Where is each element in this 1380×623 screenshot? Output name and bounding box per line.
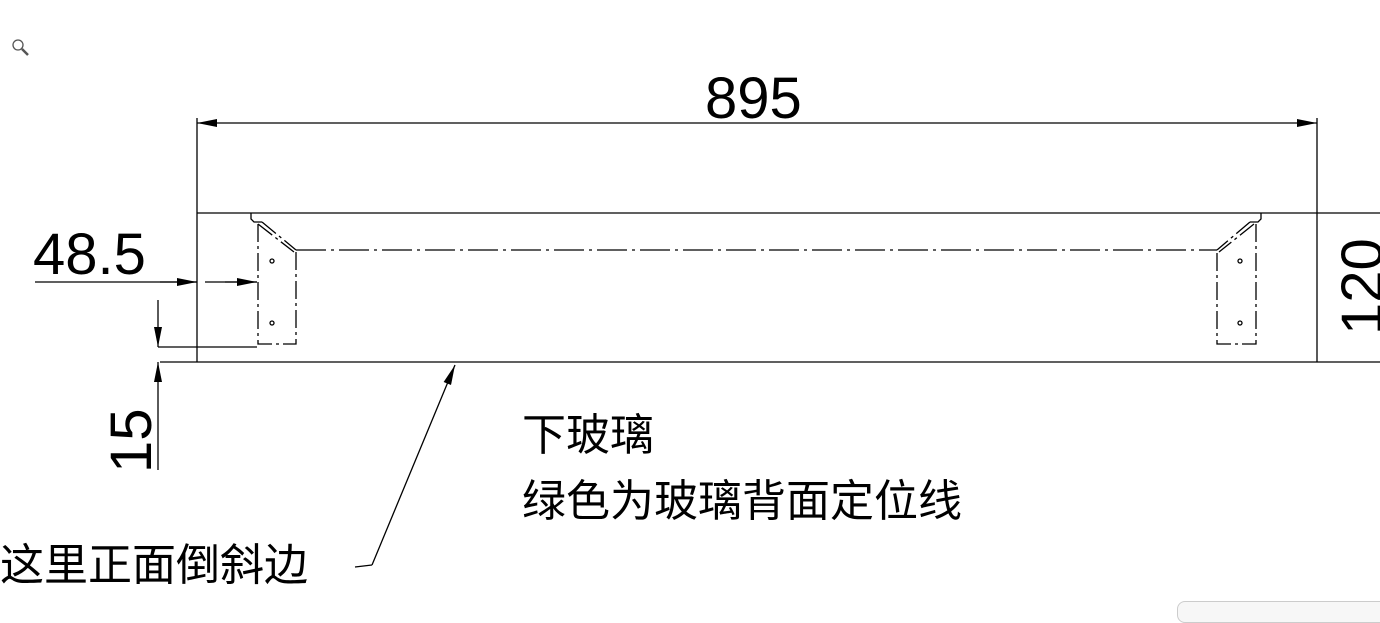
dim-left-offset-label: 48.5 (33, 222, 146, 287)
note-title: 下玻璃 (522, 410, 654, 461)
note-subtitle: 绿色为玻璃背面定位线 (522, 476, 962, 527)
dim-height-label: 120 (1330, 238, 1380, 335)
magnifier-icon[interactable] (12, 39, 29, 56)
drawing-canvas (12, 39, 1380, 568)
dim-bottom-offset-label: 15 (99, 408, 164, 473)
dim-width-label: 895 (705, 66, 802, 131)
horizontal-scrollbar[interactable] (1177, 601, 1380, 623)
note-bevel: 这里正面倒斜边 (0, 540, 308, 591)
glass-outline (160, 118, 1380, 363)
right-bracket (1216, 213, 1262, 345)
dim-line-bottom-offset (154, 300, 257, 470)
bevel-leader (354, 364, 456, 568)
left-bracket (250, 213, 297, 345)
